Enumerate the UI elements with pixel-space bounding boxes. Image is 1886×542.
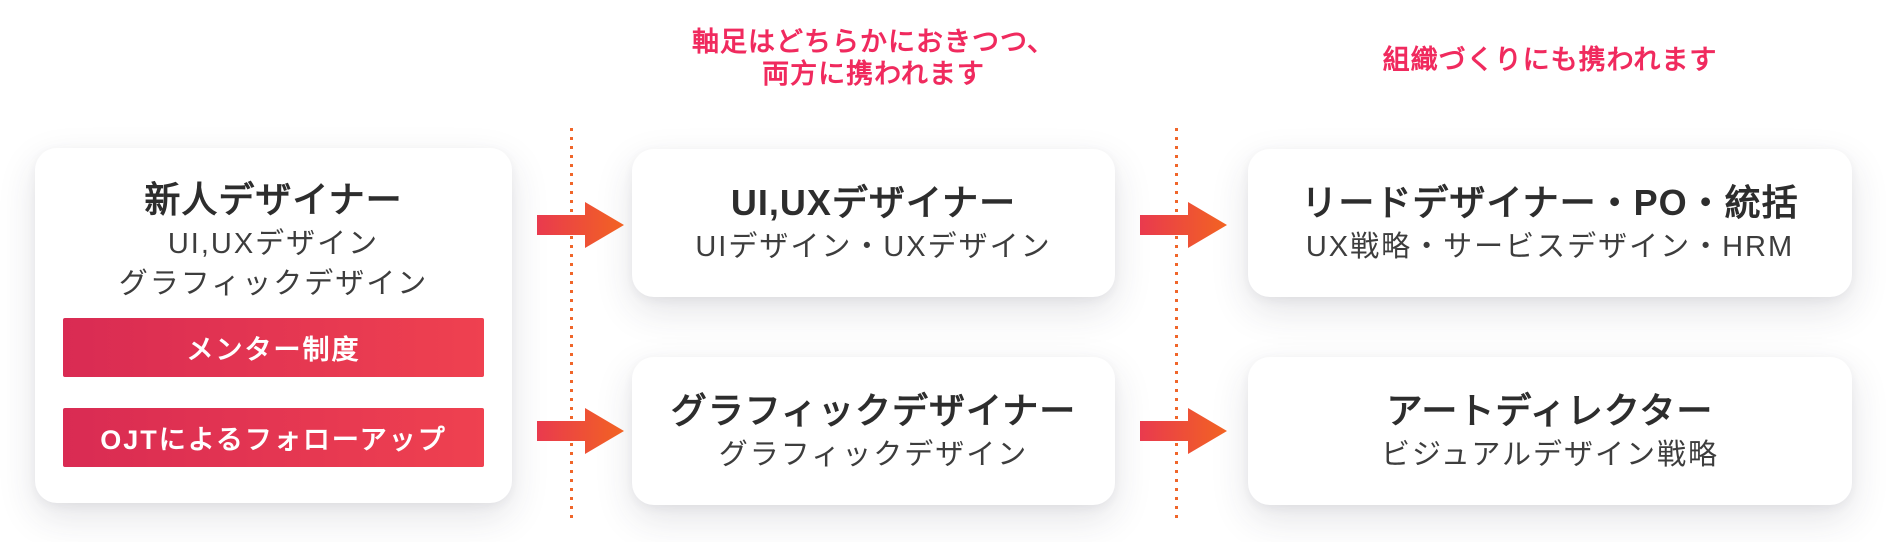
card-subtitle: ビジュアルデザイン戦略	[1380, 439, 1720, 471]
dotted-divider-right	[1175, 128, 1178, 524]
mentor-program-badge: メンター制度	[63, 318, 484, 377]
card-title: リードデザイナー・PO・統括	[1301, 182, 1799, 223]
ojt-followup-badge: OJTによるフォローアップ	[63, 408, 484, 467]
card-title: 新人デザイナー	[144, 179, 403, 220]
card-title: グラフィックデザイナー	[670, 390, 1077, 431]
dotted-divider-left	[570, 128, 573, 524]
arrow-icon	[1140, 406, 1228, 456]
arrow-icon	[537, 406, 625, 456]
card-new-designer: 新人デザイナー UI,UXデザイン グラフィックデザイン メンター制度 OJTに…	[35, 148, 512, 503]
card-subtitle: グラフィックデザイン	[718, 439, 1029, 471]
card-uiux-designer: UI,UXデザイナー UIデザイン・UXデザイン	[632, 149, 1115, 297]
card-title: UI,UXデザイナー	[730, 182, 1017, 223]
card-subtitle: UX戦略・サービスデザイン・HRM	[1305, 231, 1795, 263]
note-organization-building: 組織づくりにも携われます	[1248, 44, 1852, 76]
card-title: アートディレクター	[1386, 390, 1714, 431]
card-lead-designer-po: リードデザイナー・PO・統括 UX戦略・サービスデザイン・HRM	[1248, 149, 1852, 297]
card-skill-uiux: UI,UXデザイン	[167, 228, 380, 260]
arrow-icon	[1140, 200, 1228, 250]
note-pivot-line2: 両方に携われます	[762, 59, 985, 89]
card-art-director: アートディレクター ビジュアルデザイン戦略	[1248, 357, 1852, 505]
card-subtitle: UIデザイン・UXデザイン	[695, 231, 1052, 263]
note-pivot-line1: 軸足はどちらかにおきつつ、	[692, 27, 1055, 57]
card-graphic-designer: グラフィックデザイナー グラフィックデザイン	[632, 357, 1115, 505]
card-skill-graphic: グラフィックデザイン	[118, 268, 429, 300]
note-organization-text: 組織づくりにも携われます	[1382, 45, 1718, 75]
arrow-icon	[537, 200, 625, 250]
note-pivot-both-fields: 軸足はどちらかにおきつつ、 両方に携われます	[632, 26, 1115, 90]
